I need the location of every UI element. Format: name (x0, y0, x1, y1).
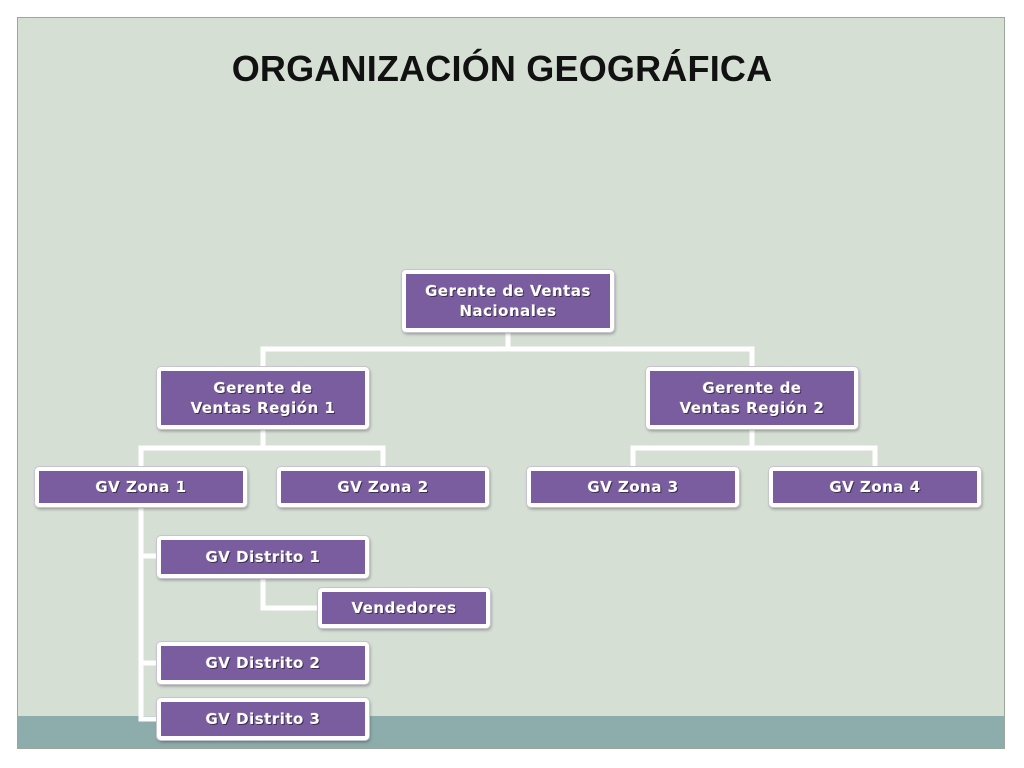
page-title: ORGANIZACIÓN GEOGRÁFICA (231, 48, 773, 89)
node-label: Gerente de Ventas Región 2 (679, 379, 825, 417)
node-label: GV Distrito 2 (205, 654, 321, 672)
node-zone3: GV Zona 3 (527, 467, 739, 507)
node-label: GV Distrito 1 (205, 548, 321, 566)
node-label: GV Zona 2 (337, 478, 429, 496)
node-district2: GV Distrito 2 (157, 642, 369, 684)
node-label: GV Zona 3 (587, 478, 679, 496)
node-zone4: GV Zona 4 (769, 467, 981, 507)
node-district3: GV Distrito 3 (157, 698, 369, 740)
node-zone1: GV Zona 1 (35, 467, 247, 507)
node-label: Gerente de Ventas Nacionales (425, 282, 591, 320)
node-region2-manager: Gerente de Ventas Región 2 (646, 367, 858, 429)
node-region1-manager: Gerente de Ventas Región 1 (157, 367, 369, 429)
node-label: Gerente de Ventas Región 1 (190, 379, 336, 417)
node-district1: GV Distrito 1 (157, 536, 369, 578)
node-zone2: GV Zona 2 (277, 467, 489, 507)
node-label: GV Zona 1 (95, 478, 187, 496)
node-label: Vendedores (351, 599, 457, 617)
node-label: GV Zona 4 (829, 478, 921, 496)
node-sellers: Vendedores (318, 588, 490, 628)
node-national-sales-manager: Gerente de Ventas Nacionales (402, 270, 614, 332)
node-label: GV Distrito 3 (205, 710, 321, 728)
